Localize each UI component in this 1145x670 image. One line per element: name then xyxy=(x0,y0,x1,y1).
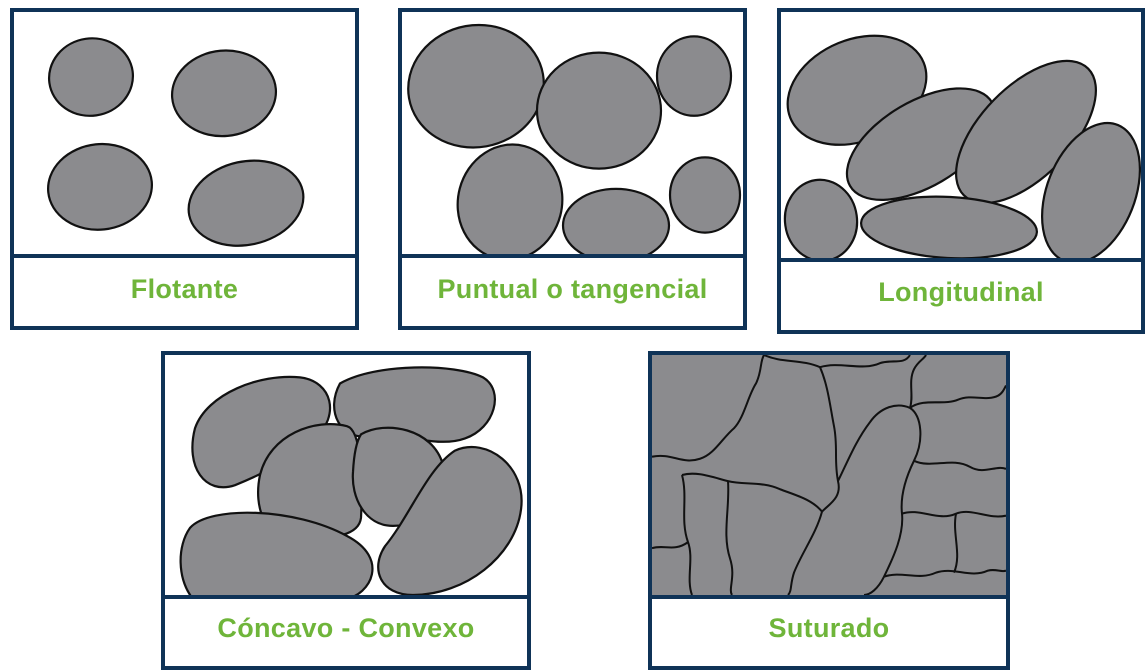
concavo-convexo-grains-illustration xyxy=(165,355,527,599)
grain xyxy=(668,156,742,234)
panel-puntual: Puntual o tangencial xyxy=(398,8,747,330)
suture-line xyxy=(913,459,1006,472)
panel-concavo-convexo: Cóncavo - Convexo xyxy=(161,351,531,670)
grain xyxy=(187,159,305,247)
panel-flotante: Flotante xyxy=(10,8,359,330)
suture-line xyxy=(787,511,823,595)
suture-line xyxy=(652,541,689,550)
grain xyxy=(333,366,496,443)
suture-line xyxy=(909,385,1006,409)
panel-label: Longitudinal xyxy=(878,276,1044,307)
suture-line xyxy=(681,472,823,513)
suture-line xyxy=(909,355,927,409)
grain xyxy=(535,51,663,170)
grain xyxy=(407,23,545,149)
panel-label: Suturado xyxy=(768,613,890,643)
flotante-grains-illustration xyxy=(14,12,355,258)
longitudinal-grains-illustration xyxy=(781,12,1141,262)
suturado-grains-illustration xyxy=(652,355,1006,599)
panel-label: Puntual o tangencial xyxy=(437,273,708,304)
grain xyxy=(1040,121,1141,258)
panel-suturado: Suturado xyxy=(648,351,1010,670)
panel-label: Cóncavo - Convexo xyxy=(217,613,475,643)
suture-line xyxy=(883,569,1006,578)
grain xyxy=(377,445,523,595)
panel-label: Flotante xyxy=(130,273,239,304)
suture-line xyxy=(725,481,734,595)
grain xyxy=(561,187,671,254)
grain xyxy=(655,35,733,117)
suture-line xyxy=(681,474,693,595)
grain xyxy=(170,49,278,138)
puntual-grains-illustration xyxy=(402,12,743,258)
suture-line xyxy=(953,513,959,574)
suture-line xyxy=(652,355,765,462)
grain xyxy=(46,142,154,231)
grain xyxy=(179,511,374,595)
suture-line xyxy=(819,355,911,369)
grain xyxy=(783,178,859,258)
grain xyxy=(47,37,135,117)
suture-line xyxy=(901,510,1006,518)
grain xyxy=(456,143,564,254)
suture-line xyxy=(763,355,840,513)
panel-longitudinal: Longitudinal xyxy=(777,8,1145,334)
grain xyxy=(860,195,1038,258)
